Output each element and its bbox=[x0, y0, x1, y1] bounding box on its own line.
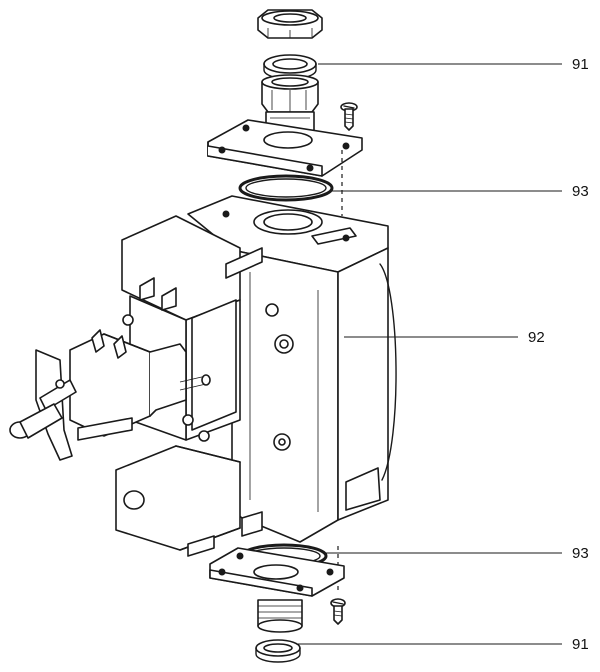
top-o-ring bbox=[238, 174, 334, 202]
callout-label: 91 bbox=[572, 56, 589, 73]
callout-label: 91 bbox=[572, 636, 589, 653]
main-body-front bbox=[231, 247, 397, 543]
bottom-flange-plate bbox=[209, 547, 345, 597]
top-nut bbox=[257, 9, 323, 39]
callout-label: 93 bbox=[572, 545, 589, 562]
bottom-solenoid bbox=[115, 445, 241, 557]
callout-label: 92 bbox=[528, 329, 545, 346]
callout-label: 93 bbox=[572, 183, 589, 200]
bottom-sealing-washer bbox=[255, 639, 301, 663]
bottom-threaded-stub bbox=[257, 599, 303, 633]
left-solenoid bbox=[9, 329, 211, 461]
top-flange-plate bbox=[207, 119, 363, 177]
top-screw bbox=[340, 102, 358, 131]
bottom-screw bbox=[330, 598, 346, 625]
